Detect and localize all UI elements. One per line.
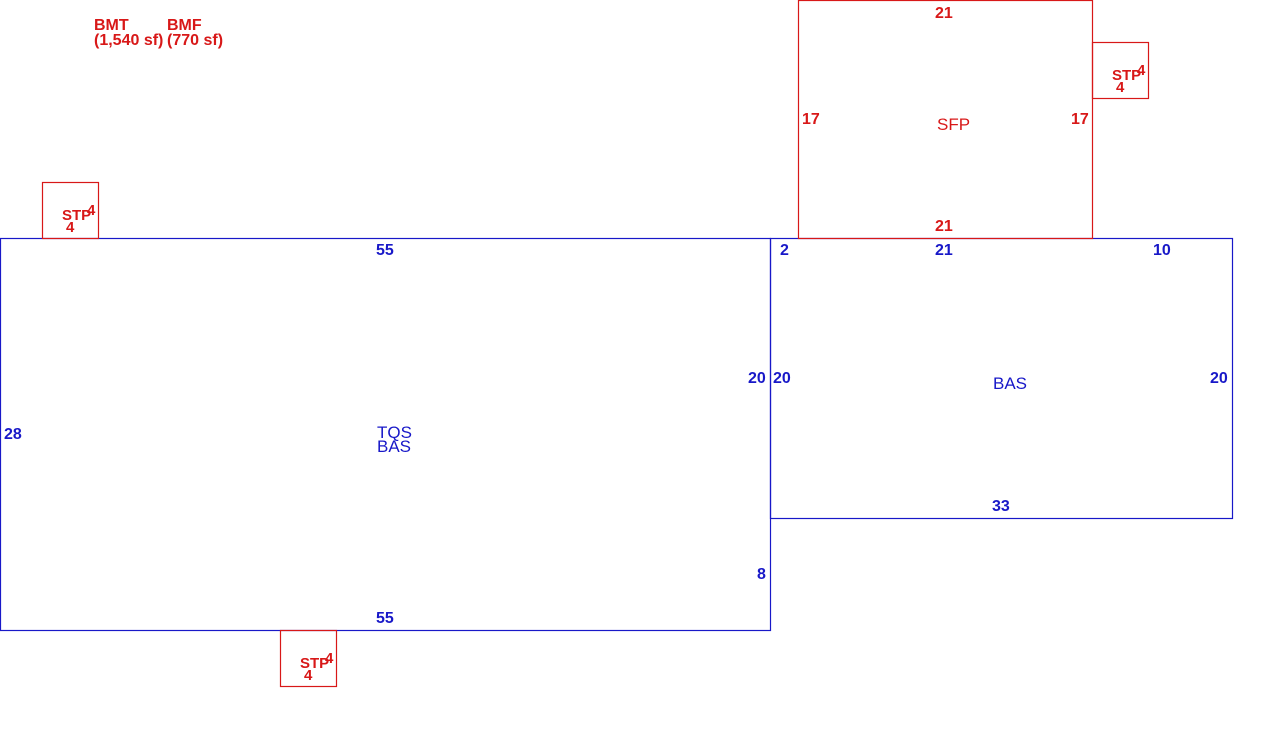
area-label-sfp: SFP <box>937 115 971 134</box>
dim-sfp-left: 17 <box>802 111 820 128</box>
dim-right-top-end: 10 <box>1153 242 1171 259</box>
stoop-bottom-dim-side: 4 <box>325 650 334 667</box>
dim-right-top-mid: 21 <box>935 242 953 259</box>
sfp-outline <box>797 0 1094 240</box>
dim-main-top: 55 <box>376 242 394 259</box>
dim-right-bottom: 33 <box>992 498 1010 515</box>
area-label-main-lower: BAS <box>377 437 412 456</box>
dim-main-right-lower: 8 <box>757 566 766 583</box>
dim-sfp-top: 21 <box>935 5 953 22</box>
legend-bmf-code: BMF <box>167 17 202 34</box>
stoop-right-dim-bottom: 4 <box>1116 79 1125 96</box>
dim-main-right-upper: 20 <box>748 370 766 387</box>
legend-bmt-area: (1,540 sf) <box>94 32 164 49</box>
legend-bmt-code: BMT <box>94 17 129 34</box>
stoop-right-label: STP <box>1112 67 1142 84</box>
stoop-right-outline <box>1091 41 1150 100</box>
dim-right-right: 20 <box>1210 370 1228 387</box>
area-label-main-upper: TQS <box>377 423 412 442</box>
stoop-left-outline <box>41 181 100 240</box>
stoop-left-dim-side: 4 <box>87 202 96 219</box>
dim-right-top-jog: 2 <box>780 242 789 259</box>
dim-right-left: 20 <box>773 370 791 387</box>
dim-sfp-bottom: 21 <box>935 218 953 235</box>
stoop-left-dim-bottom: 4 <box>66 219 75 236</box>
dim-main-bottom: 55 <box>376 610 394 627</box>
area-label-right: BAS <box>993 374 1028 393</box>
stoop-right-dim-side: 4 <box>1137 62 1146 79</box>
legend-bmf-area: (770 sf) <box>167 32 224 49</box>
dim-main-left: 28 <box>4 426 22 443</box>
stoop-left-label: STP <box>62 207 92 224</box>
stoop-bottom-label: STP <box>300 655 330 672</box>
stoop-bottom-dim-bottom: 4 <box>304 667 313 684</box>
dim-sfp-right: 17 <box>1071 111 1089 128</box>
stoop-bottom-outline <box>279 629 338 688</box>
